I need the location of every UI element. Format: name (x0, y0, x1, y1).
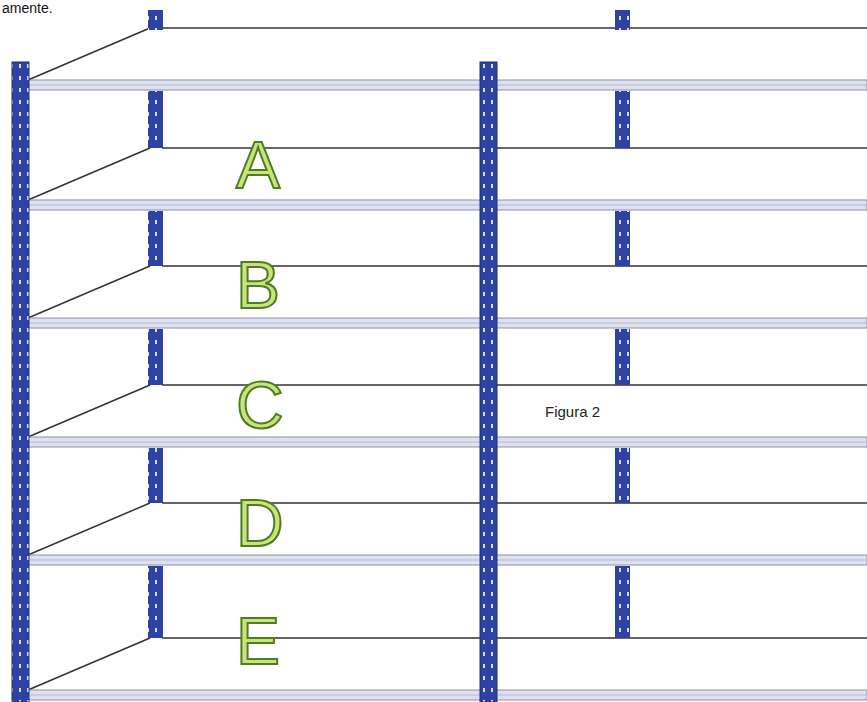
front-upright (12, 62, 29, 702)
shelf-side-edge (28, 385, 150, 437)
upright-group (12, 10, 630, 702)
shelf-front-band (28, 690, 867, 700)
shelf-front-band (28, 318, 867, 328)
back-upright (615, 566, 630, 638)
shelf-band-line (28, 442, 867, 443)
back-upright (148, 10, 163, 30)
back-upright (148, 448, 163, 503)
back-upright (148, 566, 163, 638)
shelf-side-edge (28, 638, 150, 690)
shelf-back-edge (162, 27, 867, 29)
back-upright (148, 211, 163, 266)
shelf-group (28, 28, 867, 700)
shelf-band-line (28, 695, 867, 696)
shelf-letter: E (236, 608, 280, 674)
shelf-letter: A (236, 132, 280, 198)
back-upright (615, 10, 630, 30)
shelf-letter: B (236, 252, 280, 318)
shelf-letter: D (236, 490, 284, 556)
back-upright (615, 211, 630, 266)
shelf-front-band (28, 437, 867, 447)
shelf-front-band (28, 555, 867, 565)
shelf-letter: C (236, 372, 284, 438)
back-upright (615, 448, 630, 503)
shelf-band-line (28, 323, 867, 324)
back-upright (148, 91, 163, 148)
shelf-side-edge (28, 148, 150, 200)
shelf-side-edge (28, 266, 150, 318)
cut-text: amente. (2, 1, 53, 15)
shelf-band-line (28, 85, 867, 86)
back-upright (615, 91, 630, 148)
shelf-side-edge (28, 503, 150, 555)
shelf-front-band (28, 200, 867, 210)
shelf-band-line (28, 560, 867, 561)
back-upright (615, 329, 630, 385)
front-upright (480, 62, 497, 702)
shelf-front-band (28, 80, 867, 90)
shelf-band-line (28, 205, 867, 206)
figure-caption: Figura 2 (545, 404, 600, 419)
shelf-side-edge (28, 28, 150, 80)
back-upright (148, 329, 163, 385)
